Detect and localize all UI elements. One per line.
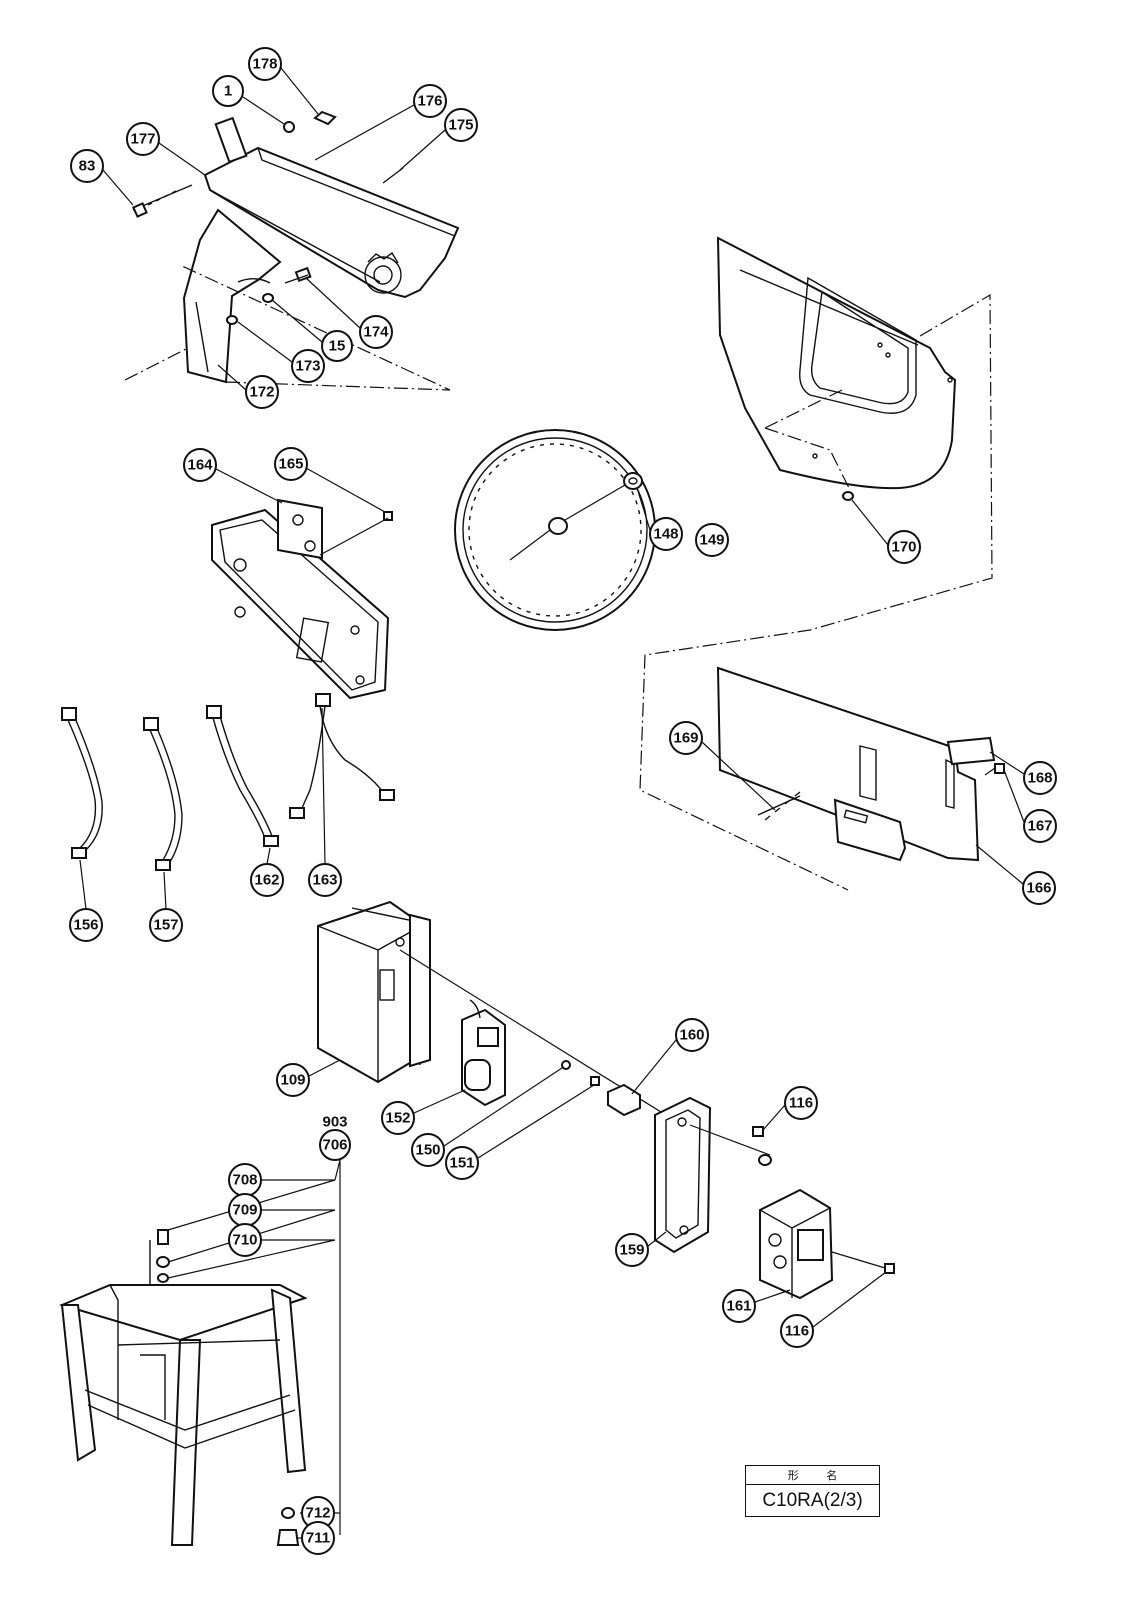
- callout-149: 149: [695, 523, 729, 557]
- callout-169: 169: [669, 721, 703, 755]
- svg-text:164: 164: [187, 457, 213, 474]
- svg-text:178: 178: [252, 56, 277, 73]
- svg-text:152: 152: [385, 1110, 410, 1127]
- svg-text:176: 176: [417, 93, 442, 110]
- svg-text:161: 161: [726, 1298, 751, 1315]
- callout-160: 160: [675, 1018, 709, 1052]
- callout-706: 706: [319, 1129, 351, 1161]
- callout-178: 178: [248, 47, 282, 81]
- wire-harnesses: [61, 693, 395, 871]
- svg-text:159: 159: [619, 1242, 644, 1259]
- model-name: C10RA(2/3): [762, 1490, 863, 1511]
- callout-168: 168: [1023, 761, 1057, 795]
- callout-166: 166: [1022, 871, 1056, 905]
- svg-text:177: 177: [130, 131, 155, 148]
- callout-175: 175: [444, 108, 478, 142]
- callout-172: 172: [245, 375, 279, 409]
- callout-710: 710: [228, 1223, 262, 1257]
- callout-157: 157: [149, 908, 183, 942]
- callout-148: 148: [649, 517, 683, 551]
- svg-text:169: 169: [673, 730, 698, 747]
- svg-text:709: 709: [232, 1202, 257, 1219]
- svg-text:150: 150: [415, 1142, 440, 1159]
- svg-text:109: 109: [280, 1072, 305, 1089]
- svg-text:711: 711: [306, 1530, 330, 1547]
- callout-176: 176: [413, 84, 447, 118]
- cover-centerline: [639, 293, 993, 891]
- cover-panel: [716, 236, 957, 501]
- svg-text:175: 175: [448, 117, 473, 134]
- svg-text:160: 160: [679, 1027, 704, 1044]
- riving-knife-panel: [716, 666, 1005, 862]
- svg-text:1: 1: [224, 83, 232, 100]
- svg-text:157: 157: [153, 917, 178, 934]
- svg-text:163: 163: [312, 872, 337, 889]
- callout-156: 156: [69, 908, 103, 942]
- svg-text:712: 712: [305, 1505, 330, 1522]
- svg-text:162: 162: [254, 872, 279, 889]
- svg-text:167: 167: [1027, 818, 1052, 835]
- callout-174: 174: [359, 315, 393, 349]
- svg-text:706: 706: [322, 1137, 347, 1154]
- callout-711: 711: [301, 1521, 335, 1555]
- saw-blade: [454, 429, 656, 631]
- callout-83: 83: [70, 149, 104, 183]
- callout-170: 170: [887, 530, 921, 564]
- blade-guard: [203, 116, 460, 299]
- callout-173: 173: [291, 349, 325, 383]
- callout-708: 708: [228, 1163, 262, 1197]
- svg-text:903: 903: [322, 1114, 347, 1131]
- svg-text:83: 83: [79, 158, 96, 175]
- switch-box: [317, 900, 431, 1084]
- callout-1: 1: [212, 75, 244, 107]
- callout-159: 159: [615, 1233, 649, 1267]
- callout-177: 177: [126, 122, 160, 156]
- svg-text:172: 172: [249, 384, 274, 401]
- callout-161: 161: [722, 1289, 756, 1323]
- stand: [59, 1159, 341, 1546]
- callout-leaders: [79, 67, 1025, 1539]
- callout-164: 164: [183, 448, 217, 482]
- callout-150: 150: [411, 1133, 445, 1167]
- model-box-header: 形 名: [746, 1466, 879, 1485]
- callout-116-bottom: 116: [780, 1314, 814, 1348]
- callout-109: 109: [276, 1063, 310, 1097]
- svg-text:166: 166: [1026, 880, 1051, 897]
- switch-bracket: [211, 498, 393, 700]
- switch-unit: [759, 1188, 895, 1300]
- svg-text:151: 151: [449, 1155, 474, 1172]
- callout-163: 163: [308, 863, 342, 897]
- control-board: [399, 949, 691, 1131]
- callout-152: 152: [381, 1101, 415, 1135]
- guard-centerline: [124, 264, 451, 391]
- svg-text:116: 116: [789, 1095, 813, 1112]
- model-name-box: 形 名 C10RA(2/3): [745, 1465, 880, 1517]
- svg-text:148: 148: [653, 526, 678, 543]
- callout-15: 15: [321, 330, 353, 362]
- guard-fasteners: [132, 110, 404, 325]
- svg-text:173: 173: [295, 358, 320, 375]
- svg-text:149: 149: [699, 532, 724, 549]
- face-plate: [654, 1096, 772, 1254]
- svg-text:116: 116: [785, 1323, 809, 1340]
- svg-text:156: 156: [73, 917, 98, 934]
- callout-903: 903: [322, 1114, 347, 1131]
- svg-text:170: 170: [891, 539, 916, 556]
- callout-151: 151: [445, 1146, 479, 1180]
- svg-text:168: 168: [1027, 770, 1052, 787]
- callout-162: 162: [250, 863, 284, 897]
- svg-text:15: 15: [329, 338, 346, 355]
- svg-text:710: 710: [232, 1232, 257, 1249]
- callout-165: 165: [274, 447, 308, 481]
- model-header-right: 名: [826, 1469, 838, 1482]
- callout-116-top: 116: [784, 1086, 818, 1120]
- svg-text:708: 708: [232, 1172, 257, 1189]
- callout-167: 167: [1023, 809, 1057, 843]
- svg-text:174: 174: [363, 324, 389, 341]
- model-header-left: 形: [787, 1469, 799, 1482]
- callout-709: 709: [228, 1193, 262, 1227]
- svg-text:165: 165: [278, 456, 303, 473]
